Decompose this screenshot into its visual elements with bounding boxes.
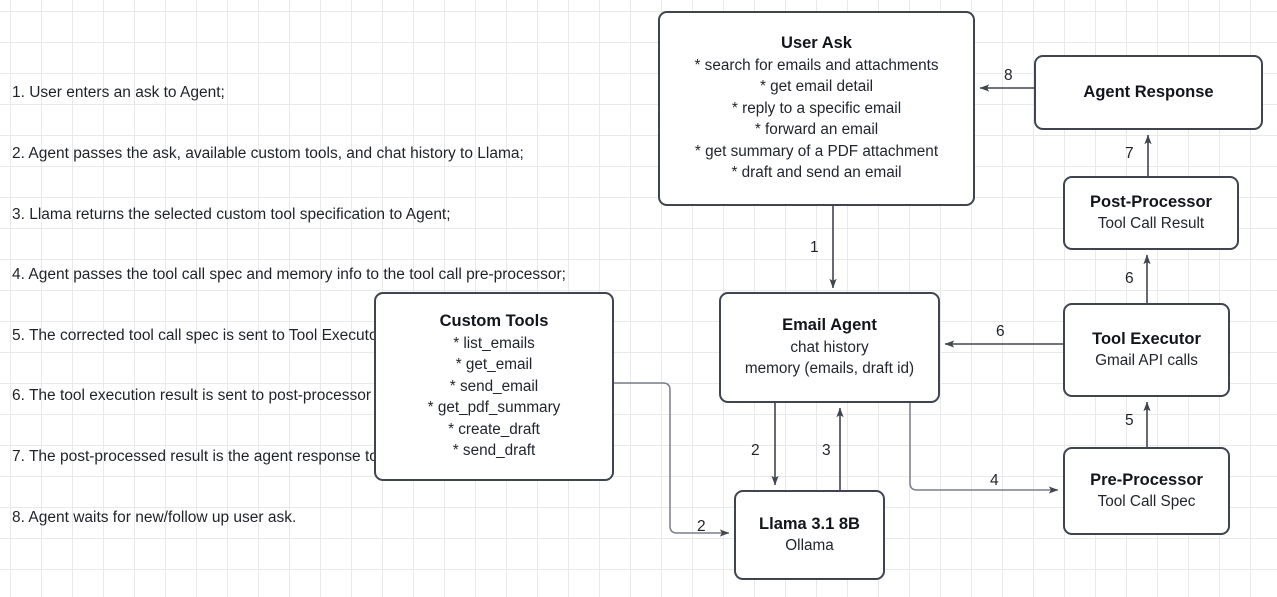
user-ask-bullet-2: * get email detail [759,78,874,96]
node-custom-tools-bullets: * list_emails * get_email * send_email *… [428,333,561,462]
node-pre-processor-title: Pre-Processor [1090,470,1203,489]
node-custom-tools[interactable]: Custom Tools * list_emails * get_email *… [374,292,614,481]
node-user-ask-title: User Ask [781,34,852,53]
node-agent-response-title: Agent Response [1083,82,1214,101]
custom-tools-bullet-1: * list_emails [453,334,535,352]
node-pre-processor-subtitle: Tool Call Spec [1097,493,1196,510]
edge-custom-tools-to-llama [614,382,730,537]
custom-tools-bullet-3: * send_email [449,377,539,395]
custom-tools-bullet-4: * get_pdf_summary [427,399,561,417]
user-ask-bullet-4: * forward an email [754,121,879,139]
node-email-agent[interactable]: Email Agent chat history memory (emails,… [719,292,940,403]
node-tool-executor[interactable]: Tool Executor Gmail API calls [1063,303,1230,397]
node-pre-processor[interactable]: Pre-Processor Tool Call Spec [1063,447,1230,535]
edge-label-5: 5 [1125,412,1134,429]
node-email-agent-title: Email Agent [782,316,877,335]
custom-tools-bullet-5: * create_draft [448,420,540,438]
custom-tools-bullet-2: * get_email [455,356,533,374]
user-ask-bullet-3: * reply to a specific email [731,99,902,117]
node-agent-response[interactable]: Agent Response [1034,55,1263,130]
node-tool-executor-title: Tool Executor [1092,329,1201,348]
edge-label-2b: 2 [697,518,706,535]
user-ask-bullet-6: * draft and send an email [731,164,902,182]
user-ask-bullet-5: * get summary of a PDF attachment [694,142,939,160]
node-llama-subtitle: Ollama [785,537,834,554]
node-email-agent-chat-history: chat history [790,338,869,356]
edge-label-1: 1 [810,239,819,256]
node-post-processor[interactable]: Post-Processor Tool Call Result [1063,176,1239,250]
legend-line-2: 2. Agent passes the ask, available custo… [12,145,524,163]
edge-label-6a: 6 [1125,270,1134,287]
edge-label-8: 8 [1004,67,1013,84]
edge-label-6b: 6 [996,323,1005,340]
node-llama-title: Llama 3.1 8B [759,514,860,533]
edge-label-7: 7 [1125,145,1134,162]
edge-email-agent-to-pre-processor [909,403,1059,494]
custom-tools-bullet-6: * send_draft [452,442,536,460]
legend-line-3: 3. Llama returns the selected custom too… [12,205,451,223]
edge-label-4: 4 [990,472,999,489]
node-custom-tools-title: Custom Tools [439,312,549,331]
node-post-processor-title: Post-Processor [1090,192,1212,211]
user-ask-bullet-1: * search for emails and attachments [694,56,939,74]
legend-line-4: 4. Agent passes the tool call spec and m… [12,266,566,284]
node-llama[interactable]: Llama 3.1 8B Ollama [734,490,885,580]
legend-line-8: 8. Agent waits for new/follow up user as… [12,508,297,526]
node-user-ask-bullets: * search for emails and attachments * ge… [694,55,938,184]
edge-label-3: 3 [822,442,831,459]
node-tool-executor-subtitle: Gmail API calls [1095,352,1198,369]
legend-line-1: 1. User enters an ask to Agent; [12,84,225,102]
node-email-agent-memory: memory (emails, draft id) [744,360,915,378]
node-post-processor-subtitle: Tool Call Result [1097,215,1205,232]
node-user-ask[interactable]: User Ask * search for emails and attachm… [658,11,975,206]
edge-label-2a: 2 [751,442,760,459]
